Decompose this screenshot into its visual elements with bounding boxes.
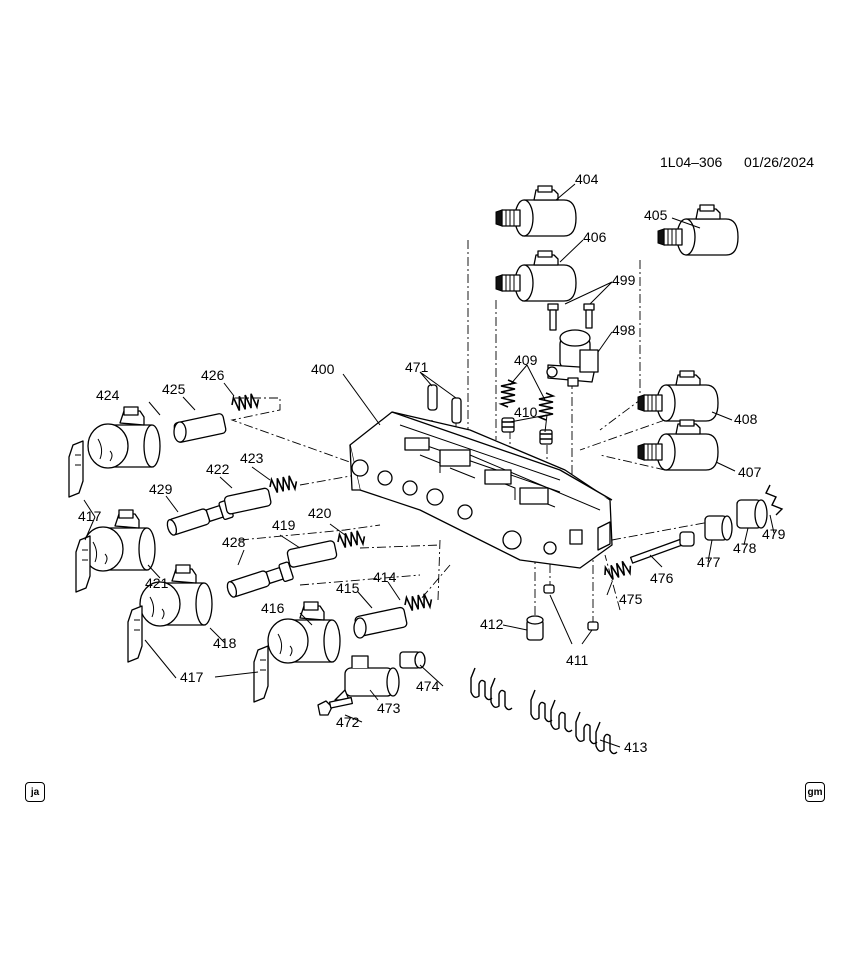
valve-429 — [164, 499, 235, 538]
sensor-473 — [334, 655, 400, 701]
bolt-472 — [317, 696, 354, 716]
pins-471 — [427, 384, 462, 424]
callout-400: 400 — [311, 361, 335, 377]
callout-labels: 404 405 406 499 498 409 471 400 410 408 … — [78, 171, 786, 755]
valve-415 — [353, 606, 408, 639]
clip-479 — [765, 484, 784, 516]
solenoid-405 — [657, 204, 739, 256]
leader-lines — [83, 183, 775, 748]
callout-408: 408 — [734, 411, 758, 427]
callout-410: 410 — [514, 404, 538, 420]
callout-474: 474 — [416, 678, 440, 694]
callout-417-b: 417 — [180, 669, 204, 685]
callout-404: 404 — [575, 171, 599, 187]
plugs-410 — [501, 417, 553, 445]
solenoid-408 — [637, 370, 719, 422]
callout-476: 476 — [650, 570, 674, 586]
callout-416: 416 — [261, 600, 285, 616]
callout-499: 499 — [612, 272, 636, 288]
callout-406: 406 — [583, 229, 607, 245]
callout-477: 477 — [697, 554, 721, 570]
callout-473: 473 — [377, 700, 401, 716]
callout-412: 412 — [480, 616, 504, 632]
diagram-code: 1L04–306 — [660, 154, 723, 170]
valve-477 — [704, 515, 733, 541]
callout-421: 421 — [145, 575, 169, 591]
callout-417-a: 417 — [78, 508, 102, 524]
callout-426: 426 — [201, 367, 225, 383]
valve-425 — [173, 413, 227, 443]
callout-478: 478 — [733, 540, 757, 556]
clip-417-a — [68, 440, 84, 498]
callout-425: 425 — [162, 381, 186, 397]
ja-badge: ja — [25, 782, 45, 802]
clip-417-b — [75, 535, 91, 593]
solenoid-407 — [637, 419, 719, 471]
seal-474 — [399, 651, 426, 669]
callout-409: 409 — [514, 352, 538, 368]
callout-415: 415 — [336, 580, 360, 596]
solenoid-424 — [87, 406, 161, 469]
callout-428: 428 — [222, 534, 246, 550]
plug-478 — [736, 499, 768, 529]
bolts-411 — [543, 584, 599, 631]
valve-body — [349, 411, 613, 569]
callout-414: 414 — [373, 569, 397, 585]
diagram-date: 01/26/2024 — [744, 154, 814, 170]
callout-423: 423 — [240, 450, 264, 466]
gm-logo-badge: gm — [805, 782, 825, 802]
clips-413 — [470, 667, 618, 755]
plug-412 — [526, 615, 544, 641]
callout-420: 420 — [308, 505, 332, 521]
pressure-switch-498 — [546, 329, 599, 387]
callout-472: 472 — [336, 714, 360, 730]
callout-498: 498 — [612, 322, 636, 338]
callout-475: 475 — [619, 591, 643, 607]
valve-422 — [223, 487, 272, 515]
callout-407: 407 — [738, 464, 762, 480]
callout-471: 471 — [405, 359, 429, 375]
clip-417-d — [253, 645, 269, 703]
callout-424: 424 — [96, 387, 120, 403]
callout-419: 419 — [272, 517, 296, 533]
callout-422: 422 — [206, 461, 230, 477]
callout-413: 413 — [624, 739, 648, 755]
callout-479: 479 — [762, 526, 786, 542]
callout-418: 418 — [213, 635, 237, 651]
pin-476 — [629, 531, 695, 564]
spring-475 — [601, 558, 634, 583]
callout-429: 429 — [149, 481, 173, 497]
bolts-499 — [547, 303, 595, 331]
valve-428 — [224, 561, 295, 600]
clip-417-c — [127, 605, 143, 663]
callout-411: 411 — [566, 652, 589, 668]
callout-405: 405 — [644, 207, 668, 223]
